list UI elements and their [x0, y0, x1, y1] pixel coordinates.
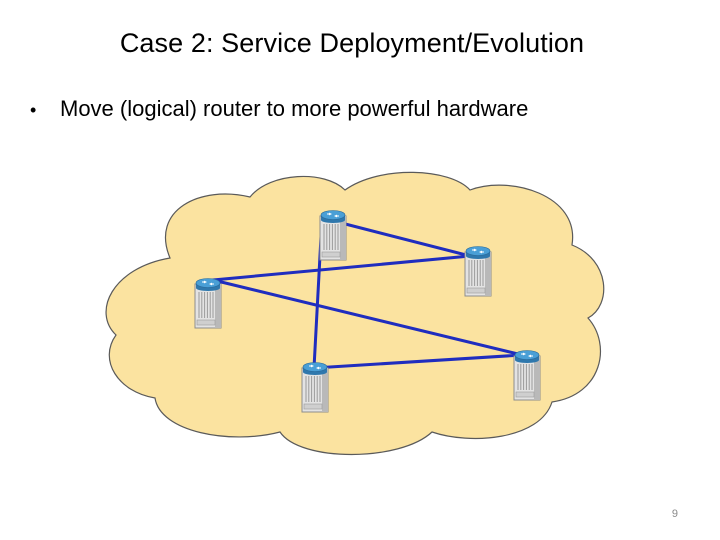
router-icon [301, 362, 329, 413]
network-link [312, 353, 524, 370]
router-icon [513, 350, 541, 401]
bullet-dot-icon: • [30, 100, 37, 120]
slide-title: Case 2: Service Deployment/Evolution [119, 28, 585, 58]
router-icon [464, 246, 492, 297]
router-icon [319, 210, 347, 261]
bullet-item: • Move (logical) router to more powerful… [30, 96, 528, 122]
routers-layer [194, 210, 541, 413]
network-link [211, 254, 472, 282]
router-icon [194, 278, 222, 329]
network-link [211, 278, 524, 357]
bullet-text: Move (logical) router to more powerful h… [60, 96, 529, 121]
page-number: 9 [671, 508, 678, 520]
network-link [320, 216, 472, 258]
